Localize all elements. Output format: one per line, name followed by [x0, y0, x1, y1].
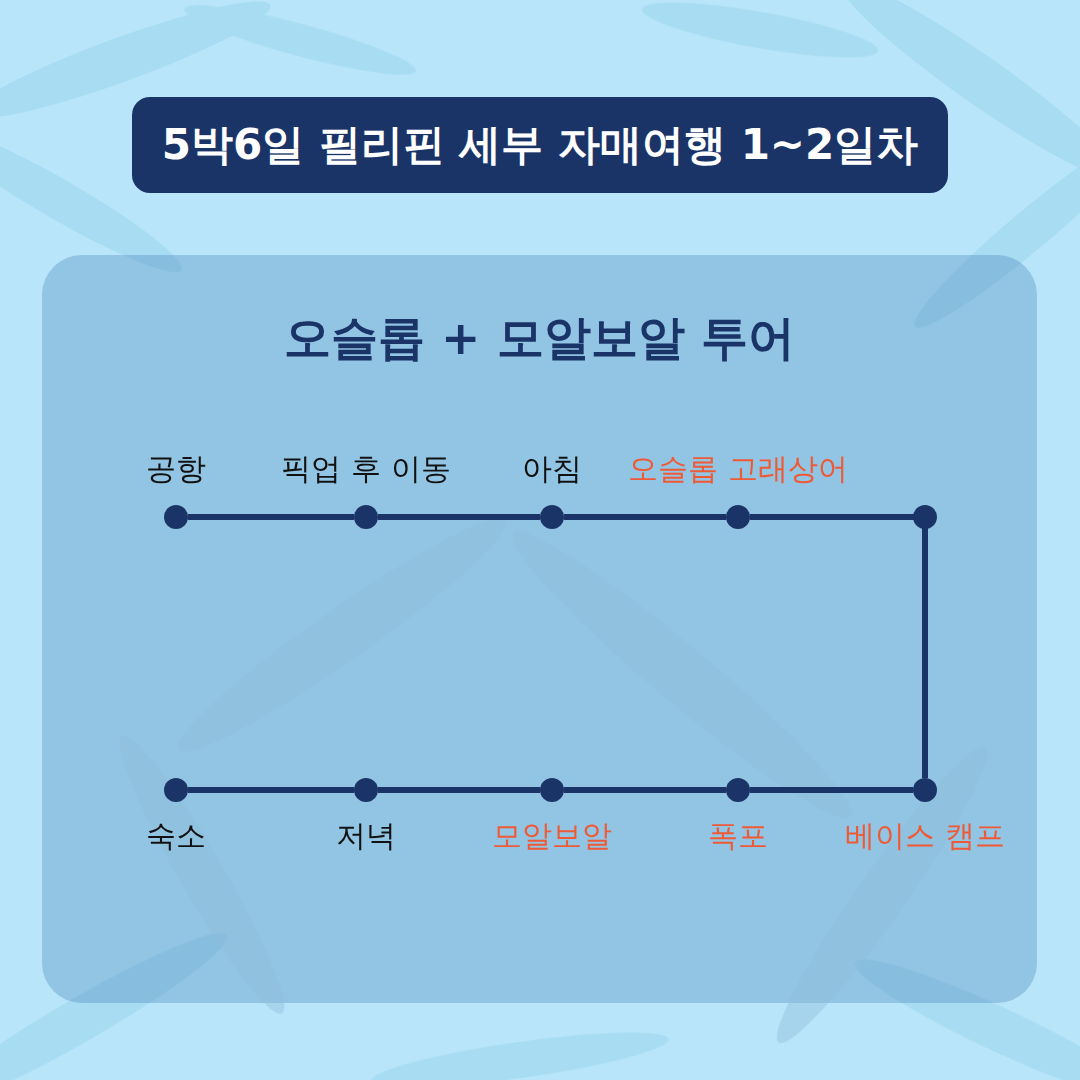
diagram-title: 5박6일 필리핀 세부 자매여행 1~2일차 [162, 117, 919, 173]
timeline-stop: 저녁 [354, 778, 378, 802]
stop-label: 베이스 캠프 [845, 818, 1005, 854]
timeline-stop: 숙소 [164, 778, 188, 802]
panel-heading: 오슬롭 + 모알보알 투어 [42, 307, 1037, 370]
timeline-connectors [42, 255, 1037, 1003]
stop-label: 저녁 [336, 818, 396, 854]
panel-decoration [42, 255, 1037, 1003]
timeline-stop: 모알보알 [540, 778, 564, 802]
stop-label: 폭포 [708, 818, 768, 854]
timeline-stop: 아침 [540, 505, 564, 529]
timeline-connector [378, 787, 540, 793]
stop-label: 오슬롭 고래상어 [628, 451, 848, 487]
tour-panel: 오슬롭 + 모알보알 투어 공항픽업 후 이동아침오슬롭 고래상어베이스 캠프폭… [42, 255, 1037, 1003]
title-banner: 5박6일 필리핀 세부 자매여행 1~2일차 [132, 97, 949, 193]
stop-label: 아침 [522, 451, 582, 487]
stop-label: 모알보알 [492, 818, 612, 854]
timeline-connector [564, 514, 726, 520]
stop-label: 픽업 후 이동 [281, 451, 450, 487]
timeline-connector [188, 787, 354, 793]
stop-label: 공항 [146, 451, 206, 487]
timeline-stop: 공항 [164, 505, 188, 529]
timeline-connector [378, 514, 540, 520]
timeline-connector [750, 517, 925, 778]
timeline-connector [188, 514, 354, 520]
timeline-stop: 오슬롭 고래상어 [726, 505, 750, 529]
timeline-stop: 베이스 캠프 [913, 778, 937, 802]
timeline-stop: 폭포 [726, 778, 750, 802]
timeline-connector [750, 787, 913, 793]
timeline-connector [564, 787, 726, 793]
timeline-stop: 픽업 후 이동 [354, 505, 378, 529]
stop-label: 숙소 [146, 818, 206, 854]
